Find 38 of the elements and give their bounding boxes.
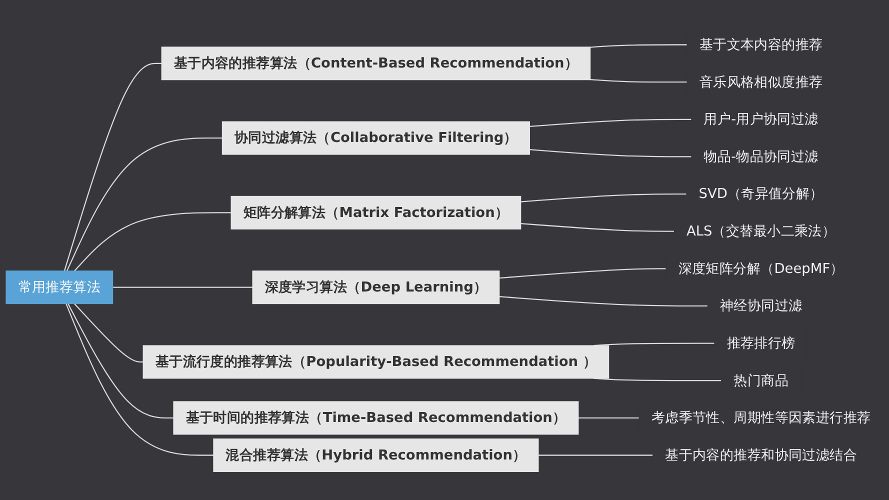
connector	[112, 286, 253, 288]
node-text: 音乐风格相似度推荐	[699, 74, 823, 90]
node-text: 用户-用户协同过滤	[704, 111, 818, 128]
connector	[74, 212, 232, 272]
connector	[590, 44, 688, 48]
connector	[64, 62, 162, 272]
connector	[66, 137, 222, 272]
connector	[530, 118, 692, 128]
node-text: 推荐排行榜	[726, 335, 796, 352]
node-box: 矩阵分解算法（Matrix Factorization）	[230, 196, 522, 230]
connector	[499, 268, 666, 279]
node-box: 协同过滤算法（Collaborative Filtering）	[222, 121, 530, 155]
connector	[520, 193, 687, 202]
node-box: 混合推荐算法（Hybrid Recommendation）	[213, 438, 539, 472]
node-text: ALS（交替最小二乘法）	[686, 223, 836, 240]
node-box: 基于时间的推荐算法（Time-Based Recommendation）	[173, 401, 579, 435]
connector	[68, 303, 174, 418]
node-box: 常用推荐算法	[6, 270, 114, 304]
connector	[66, 303, 214, 456]
node-text: 热门商品	[734, 372, 788, 389]
connector	[538, 454, 653, 456]
node-box: 基于流行度的推荐算法（Popularity-Based Recommendation ）	[142, 345, 610, 379]
connector	[520, 223, 674, 232]
connector	[594, 378, 722, 382]
node-text: 物品-物品协同过滤	[704, 148, 818, 165]
node-text: 基于内容的推荐和协同过滤结合	[665, 447, 858, 464]
node-text: 神经协同过滤	[720, 298, 802, 314]
connector	[578, 417, 640, 418]
connector	[74, 303, 144, 363]
node-box: 基于内容的推荐算法（Content-Based Recommendation）	[161, 46, 591, 80]
node-text: SVD（奇异值分解）	[698, 186, 824, 202]
node-text: 深度矩阵分解（DeepMF）	[678, 260, 844, 277]
connector	[530, 149, 692, 158]
node-box: 深度学习算法（Deep Learning）	[252, 270, 500, 304]
node-text: 基于文本内容的推荐	[699, 36, 823, 53]
connector	[590, 78, 688, 83]
node-text: 考虑季节性、周期性等因素进行推荐	[651, 410, 871, 426]
connector	[499, 296, 708, 307]
